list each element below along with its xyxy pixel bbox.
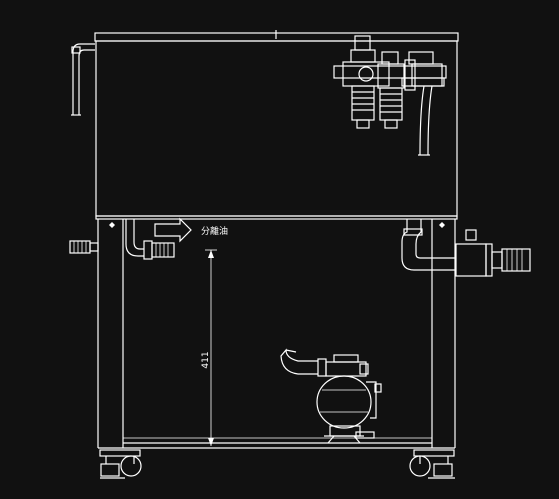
height-dimension-text: 411 [201, 351, 211, 368]
inlet-elbow-pipe [71, 43, 95, 116]
separation-oil-label: 分離油 [201, 225, 228, 237]
height-dimension [205, 249, 217, 446]
flow-arrow [154, 217, 192, 243]
frame-stand [97, 219, 456, 449]
right-caster [409, 449, 455, 479]
right-outlet-pipe [401, 219, 531, 277]
left-caster [99, 449, 142, 479]
pump-assembly [280, 348, 382, 444]
upper-tank [94, 30, 459, 220]
oil-drain-pipe [125, 219, 175, 260]
left-side-fitting [69, 240, 99, 254]
air-filter-regulator-unit [333, 35, 447, 156]
